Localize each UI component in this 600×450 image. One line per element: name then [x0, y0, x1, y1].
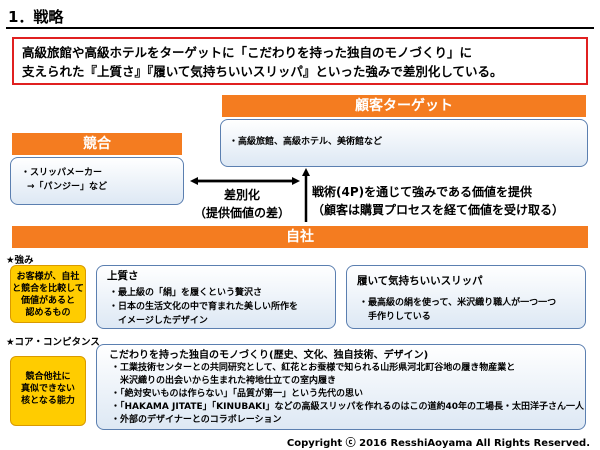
core-item-4: ・「HAKAMA JITATE」「KINUBAKI」などの高級スリッパを作れるの…: [111, 402, 585, 412]
customer-target-content: ・高級旅館、高級ホテル、美術館など: [229, 137, 383, 147]
strength-definition-line-4: 認めるもの: [25, 308, 71, 318]
competition-box: ・スリッパメーカー →「パンジー」など: [10, 157, 184, 205]
differentiation-line-1: 差別化: [223, 188, 260, 202]
banner-line-2: 支えられた『上質さ』『履いて気持ちいいスリッパ』といった強みで差別化している。: [22, 64, 503, 79]
strength-label: ★強み: [6, 255, 34, 266]
value-offer-line-1: 戦術(4P)を通じて強みである価値を提供: [312, 185, 532, 199]
customer-target-box: ・高級旅館、高級ホテル、美術館など: [220, 119, 588, 167]
core-definition-line-1: 競合他社に: [25, 372, 71, 382]
core-definition-box: 競合他社に 真似できない 核となる能力: [10, 356, 86, 426]
quality-item-3: イメージしたデザイン: [109, 316, 208, 326]
strength-definition-line-3: 価値があると: [20, 296, 75, 306]
core-item-2: 米沢織りの出会いから生まれた袴地仕立ての室内履き: [111, 376, 337, 386]
value-offer-line-2: （顧客は購買プロセスを経て価値を受け取る）: [312, 203, 565, 217]
differentiation-label: 差別化 （提供価値の差）: [182, 186, 302, 222]
core-item-1: ・工業技術センターとの共同研究として、紅花とお蚕様で知られる山形県河北町谷地の履…: [111, 363, 516, 373]
comfortable-title: 履いて気持ちいいスリッパ: [357, 275, 483, 287]
core-definition-line-3: 核となる能力: [21, 396, 75, 406]
strength-definition-line-2: と競合を比較して: [12, 284, 84, 294]
strength-definition-line-1: お客様が、自社: [16, 272, 80, 282]
core-definition-line-2: 真似できない: [20, 384, 75, 394]
competition-line-2: →「パンジー」など: [27, 182, 107, 192]
title-underline: [6, 27, 594, 29]
strength-definition-box: お客様が、自社 と競合を比較して 価値があると 認めるもの: [10, 265, 86, 323]
banner-line-1: 高級旅館や高級ホテルをターゲットに「こだわりを持った独自のモノづくり」に: [22, 45, 473, 60]
comfortable-item-2: 手作りしている: [359, 312, 431, 322]
company-header: 自社: [12, 226, 588, 248]
competition-header: 競合: [12, 133, 182, 155]
quality-title: 上質さ: [107, 270, 139, 282]
comfortable-item-1: ・最高級の絹を使って、米沢織り職人が一つ一つ: [359, 298, 557, 308]
comfortable-slipper-box: 履いて気持ちいいスリッパ ・最高級の絹を使って、米沢織り職人が一つ一つ 手作りし…: [346, 265, 586, 329]
summary-banner: 高級旅館や高級ホテルをターゲットに「こだわりを持った独自のモノづくり」に 支えら…: [12, 37, 588, 85]
differentiation-line-2: （提供価値の差）: [193, 206, 290, 220]
core-title: こだわりを持った独自のモノづくり(歴史、文化、独自技術、デザイン): [109, 350, 429, 361]
value-offer-label: 戦術(4P)を通じて強みである価値を提供 （顧客は購買プロセスを経て価値を受け取…: [312, 183, 590, 219]
core-item-3: ・「絶対安いものは作らない」「品質が第一」という先代の思い: [111, 389, 364, 399]
quality-box: 上質さ ・最上級の「絹」を履くという贅沢さ ・日本の生活文化の中で育まれた美しい…: [96, 265, 336, 329]
core-competence-label: ★コア・コンピタンス: [6, 337, 100, 348]
copyright-notice: Copyright ⓒ 2016 ResshiAoyama All Rights…: [286, 438, 590, 449]
competition-line-1: ・スリッパメーカー: [21, 168, 103, 178]
quality-item-2: ・日本の生活文化の中で育まれた美しい所作を: [109, 302, 299, 312]
core-competence-box: こだわりを持った独自のモノづくり(歴史、文化、独自技術、デザイン) ・工業技術セ…: [96, 344, 586, 430]
core-item-5: ・外部のデザイナーとのコラボレーション: [111, 415, 282, 425]
page-title: 1．戦略: [8, 8, 64, 26]
customer-target-header: 顧客ターゲット: [222, 95, 586, 117]
quality-item-1: ・最上級の「絹」を履くという贅沢さ: [109, 288, 263, 298]
